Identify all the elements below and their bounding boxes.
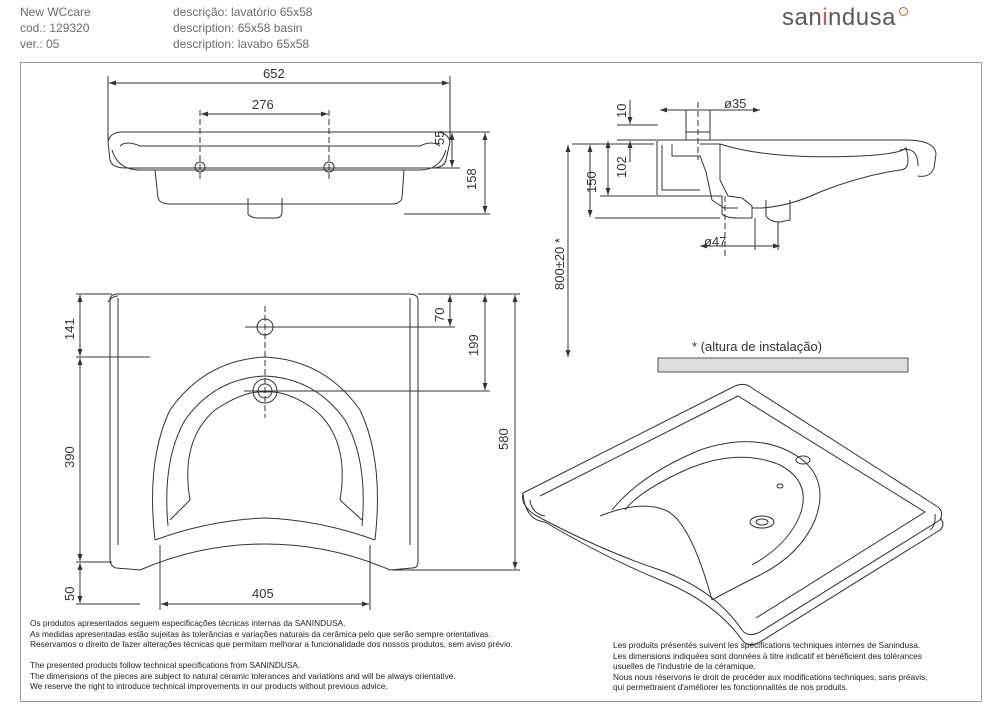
dim-390: 390 [62,446,77,468]
dim-install-height: 800±20 * [552,238,567,290]
product-name: New WCcare [20,5,91,19]
dim-50: 50 [62,586,77,601]
dim-d47: ø47 [704,234,727,249]
footer-en-line: We reserve the right to introduce techni… [30,681,388,691]
dim-276: 276 [252,97,274,112]
dim-102: 102 [614,156,629,178]
footer-fr-line: Nous nous réservons le droit de procéder… [613,671,928,682]
side-section-view [565,100,937,357]
dim-141: 141 [62,318,77,340]
footer-fr: Les produits présentés suivent les spéci… [613,640,928,693]
dim-d35: ø35 [724,96,747,111]
footer-pt: Os produtos apresentados seguem especifi… [30,618,513,650]
footer-pt-line: Os produtos apresentados seguem especifi… [30,618,346,628]
isometric-view [522,383,944,646]
description-fr: description: lavabo 65x58 [173,37,310,51]
product-version: ver.: 05 [20,37,60,51]
footer-fr-line: Les produits présentés suivent les spéci… [613,640,921,650]
description-pt: descrição: lavatório 65x58 [173,5,313,19]
product-code: cod.: 129320 [20,21,90,35]
front-elevation-view [107,76,490,219]
logo-mark-icon [898,7,908,16]
floor-bar [657,357,909,373]
dim-199: 199 [466,334,481,356]
dim-55: 55 [432,130,447,145]
description-en: description: 65x58 basin [173,21,303,35]
header-product-info: New WCcare cod.: 129320 ver.: 05 [20,4,91,52]
drawing-frame [20,62,982,702]
footer-fr-line: usuelles de l'industrie de la céramique. [613,661,756,671]
dim-158: 158 [464,168,479,190]
dim-150: 150 [584,171,599,193]
footer-en: The presented products follow technical … [30,660,456,692]
dim-580: 580 [496,428,511,450]
footer-en-line: The dimensions of the pieces are subject… [30,670,456,681]
dim-70: 70 [432,307,447,322]
plan-view [76,293,520,610]
footer-fr-line: Les dimensions indiquées sont données à … [613,650,923,661]
footer-pt-line: Reservamos o direito de fazer alterações… [30,639,513,649]
footer-fr-line: qui permettraient d'améliorer les foncti… [613,682,848,692]
install-note: * (altura de instalação) [692,339,823,354]
dim-10: 10 [614,103,629,118]
footer-pt-line: As medidas apresentadas estão sujeitas à… [30,628,491,639]
header-descriptions: descrição: lavatório 65x58 description: … [173,4,312,52]
dim-405: 405 [252,586,274,601]
footer-en-line: The presented products follow technical … [30,660,301,670]
dim-652: 652 [263,66,285,81]
sanindusa-logo: sanindusa [782,4,908,32]
